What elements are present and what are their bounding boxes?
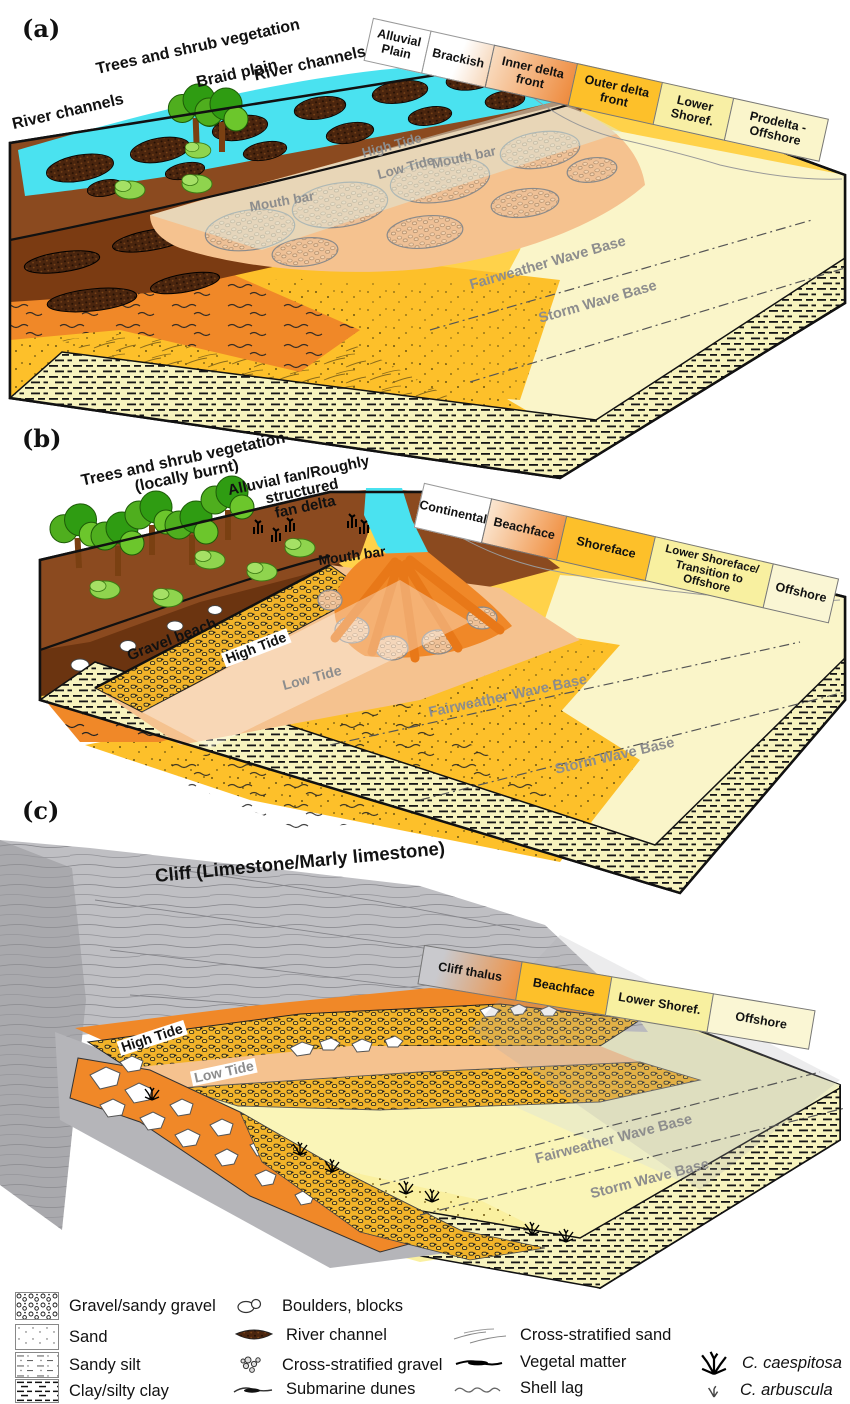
shell-lag-icon bbox=[454, 1386, 501, 1393]
c-arbuscula-icon bbox=[708, 1385, 719, 1398]
sandy-silt-swatch bbox=[15, 1352, 59, 1378]
legend-item: Submarine dunes bbox=[232, 1379, 415, 1399]
legend-item: River channel bbox=[232, 1324, 387, 1346]
legend-item: Boulders, blocks bbox=[232, 1294, 403, 1318]
legend-label: Submarine dunes bbox=[286, 1379, 416, 1398]
sand-swatch bbox=[15, 1324, 59, 1350]
legend-item: Sandy silt bbox=[15, 1352, 141, 1378]
legend-label: Sandy silt bbox=[69, 1355, 141, 1374]
legend-label: Shell lag bbox=[520, 1379, 584, 1397]
c-caespitosa-icon bbox=[701, 1351, 727, 1376]
clay-swatch bbox=[15, 1379, 59, 1403]
legend-label: C. arbuscula bbox=[740, 1380, 833, 1399]
legend-label: Sand bbox=[69, 1327, 108, 1346]
vegetal-matter-icon bbox=[455, 1360, 503, 1366]
legend-label: Vegetal matter bbox=[520, 1352, 627, 1371]
panel-a-tag: (a) bbox=[22, 14, 61, 43]
legend-item: C. arbuscula bbox=[700, 1379, 833, 1401]
gravel-swatch bbox=[15, 1292, 59, 1320]
block-diagrams-art bbox=[0, 58, 847, 1290]
legend-item: Clay/silty clay bbox=[15, 1379, 169, 1403]
legend-label: Clay/silty clay bbox=[69, 1381, 169, 1400]
legend-label: Cross-stratified gravel bbox=[282, 1355, 443, 1374]
river-channel-icon bbox=[234, 1329, 274, 1340]
submarine-dunes-icon bbox=[233, 1387, 273, 1393]
legend-label: C. caespitosa bbox=[742, 1353, 842, 1372]
panel-a-block bbox=[8, 58, 847, 480]
cross-stratified-sand-icon bbox=[453, 1328, 507, 1344]
panel-b-tag: (b) bbox=[22, 424, 62, 453]
panel-c-tag: (c) bbox=[22, 796, 60, 825]
legend-item: Shell lag bbox=[452, 1379, 583, 1398]
cross-stratified-gravel-icon bbox=[240, 1356, 261, 1373]
panel-c-block bbox=[0, 840, 846, 1290]
legend-label: Cross-stratified sand bbox=[520, 1325, 672, 1344]
legend-item: Cross-stratified sand bbox=[452, 1324, 671, 1346]
legend-label: Gravel/sandy gravel bbox=[69, 1296, 216, 1315]
panel-b-block bbox=[38, 475, 847, 895]
legend-label: River channel bbox=[286, 1325, 387, 1344]
legend-item: Gravel/sandy gravel bbox=[15, 1292, 216, 1320]
legend-item: Cross-stratified gravel bbox=[232, 1352, 442, 1378]
legend-item: Vegetal matter bbox=[452, 1352, 626, 1372]
legend-item: C. caespitosa bbox=[698, 1348, 842, 1378]
legend-item: Sand bbox=[15, 1324, 108, 1350]
boulders-icon bbox=[237, 1298, 262, 1314]
legend-label: Boulders, blocks bbox=[282, 1296, 404, 1315]
